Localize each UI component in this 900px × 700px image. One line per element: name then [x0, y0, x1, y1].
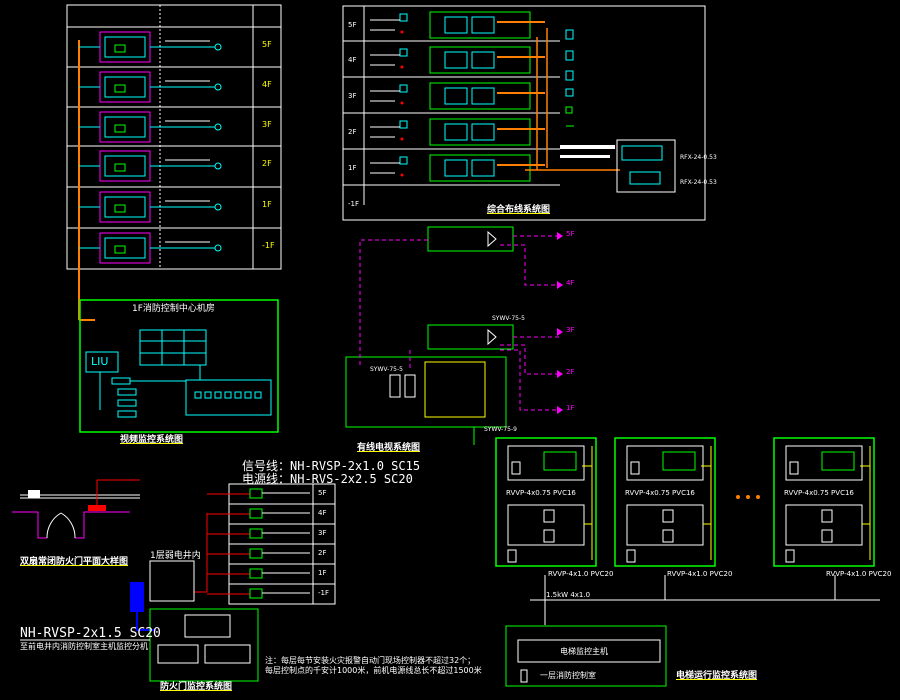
control-room-label: 1F消防控制中心机房 [132, 304, 215, 314]
integrated-cabling-title: 综合布线系统图 [487, 205, 551, 215]
cabling-row-3F [370, 82, 545, 110]
floor-label-door-4F: 4F [318, 509, 327, 517]
floor-label-cabling-5F: 5F [348, 21, 357, 29]
cabling-row-5F [370, 11, 545, 39]
note-line-1: 注：每层每节安装火灾报警自动门现场控制器不超过32个； [265, 656, 476, 665]
floor-label-tv-2F: 2F [566, 368, 575, 376]
video-monitoring-diagram [79, 299, 279, 433]
panel-row-2F [79, 150, 222, 182]
floor-panel-diagram [66, 4, 282, 321]
tv-tag-2: SYWV-75-5 [370, 366, 403, 373]
floor-label-left-4F: 4F [262, 80, 272, 89]
floor-label-door-1F: 1F [318, 569, 327, 577]
floor-label-left-2F: 2F [262, 159, 272, 168]
note-line-2: 每层控制点的千安计1000米，前机电源线总长不超过1500米 [265, 666, 482, 675]
fire-door-monitoring-diagram [20, 483, 336, 682]
tv-tag-1: SYWV-75-5 [492, 315, 525, 322]
elevator-car-3 [773, 437, 875, 567]
floor-label-cabling-3F: 3F [348, 92, 357, 100]
cabling-row-2F [370, 118, 545, 146]
floor-label-left-5F: 5F [262, 40, 272, 49]
elevator-host-label: 电梯监控主机 [560, 647, 608, 656]
panel-row-5F [79, 31, 222, 63]
elevator-car-2 [614, 437, 716, 567]
door-row-5F [207, 488, 310, 499]
door-row--1F [207, 588, 310, 599]
door-row-3F [207, 528, 310, 539]
fire-door-monitoring-title: 防火门监控系统图 [160, 682, 233, 692]
liu-label: LIU [91, 355, 109, 368]
panel-row-3F [79, 111, 222, 143]
cable-signal-label: 信号线：NH-RVSP-2x1.0 SC15 [242, 459, 421, 473]
video-monitoring-title: 视频监控系统图 [120, 435, 184, 445]
floor-label-cabling-1F: 1F [348, 164, 357, 172]
fire-door-plan [12, 479, 140, 539]
elevator-cable-top-2: RVVP-4x0.75 PVC16 [625, 489, 695, 497]
cable-tv-diagram [345, 226, 563, 445]
floor-label-cabling-4F: 4F [348, 56, 357, 64]
panel-row-4F [79, 71, 222, 103]
elevator-bus-label: 1.5kW 4x1.0 [546, 591, 591, 599]
elevator-monitoring-title: 电梯运行监控系统图 [676, 671, 758, 681]
elevator-host-sub: 一层消防控制室 [540, 671, 596, 680]
floor-label-tv-4F: 4F [566, 279, 575, 287]
floor-label-left--1F: -1F [262, 241, 275, 250]
cabling-tag-2: RFX-24-0.53 [680, 179, 717, 186]
floor-label-tv-5F: 5F [566, 230, 575, 238]
elevator-cable-top-3: RVVP-4x0.75 PVC16 [784, 489, 854, 497]
cable-main-note: 至前电井内消防控制室主机监控分机 [20, 642, 148, 651]
elevator-car-1 [495, 437, 597, 567]
shaft-label: 1层弱电井内 [150, 551, 201, 561]
integrated-cabling-diagram [342, 5, 706, 221]
cabling-tag-1: RFX-24-0.53 [680, 154, 717, 161]
elevator-monitoring-diagram [495, 437, 880, 687]
elevator-cable-bottom-3: RVVP-4x1.0 PVC20 [826, 570, 892, 578]
door-row-4F [207, 508, 310, 519]
door-row-1F [207, 568, 310, 579]
floor-label-tv-1F: 1F [566, 404, 575, 412]
door-row-2F [207, 548, 310, 559]
floor-label-tv-3F: 3F [566, 326, 575, 334]
floor-label-door-5F: 5F [318, 489, 327, 497]
cabling-row-1F [370, 154, 545, 182]
cable-main-label: NH-RVSP-2x1.5 SC20 [20, 626, 161, 641]
tv-tag-3: SYWV-75-9 [484, 426, 517, 433]
elevator-cable-bottom-1: RVVP-4x1.0 PVC20 [548, 570, 614, 578]
cabling-row-4F [370, 46, 545, 74]
floor-label-door--1F: -1F [318, 589, 330, 597]
elevator-cable-bottom-2: RVVP-4x1.0 PVC20 [667, 570, 733, 578]
panel-row--1F [79, 232, 222, 264]
cable-power-label: 电源线：NH-RVS-2x2.5 SC20 [242, 472, 413, 486]
floor-label-door-3F: 3F [318, 529, 327, 537]
floor-label-cabling--1F: -1F [348, 200, 360, 208]
cable-tv-title: 有线电视系统图 [357, 443, 421, 453]
floor-label-left-1F: 1F [262, 200, 272, 209]
floor-label-cabling-2F: 2F [348, 128, 357, 136]
elevator-cable-top-1: RVVP-4x0.75 PVC16 [506, 489, 576, 497]
floor-label-left-3F: 3F [262, 120, 272, 129]
floor-label-door-2F: 2F [318, 549, 327, 557]
panel-row-1F [79, 191, 222, 223]
fire-door-plan-title: 双扇常闭防火门平面大样图 [20, 557, 129, 567]
